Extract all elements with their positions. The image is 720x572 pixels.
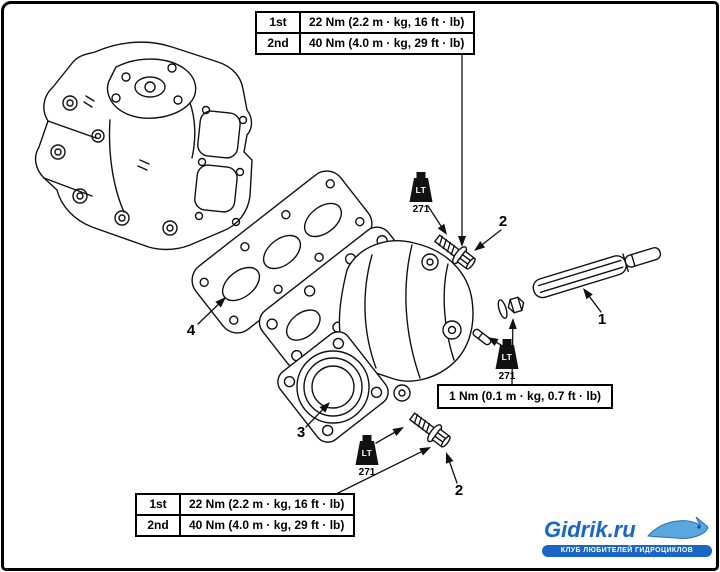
table-row: 1st 22 Nm (2.2 m · kg, 16 ft · lb) <box>137 495 353 514</box>
bolt-upper-drawing <box>434 234 476 270</box>
watermark-subtitle: КЛУБ ЛЮБИТЕЛЕЙ ГИДРОЦИКЛОВ <box>542 545 712 557</box>
torque-step-label: 2nd <box>137 516 181 535</box>
leader-part3 <box>305 402 330 428</box>
cylinder-block-drawing <box>34 41 253 251</box>
sealant-code-label: LT <box>415 185 427 195</box>
torque-spec-value: 40 Nm (4.0 m · kg, 29 ft · lb) <box>189 518 345 532</box>
leader-part1 <box>583 288 602 313</box>
fish-logo-icon <box>647 516 709 539</box>
torque-step-label: 2nd <box>257 34 301 53</box>
leader-bottom-table <box>337 447 431 494</box>
watermark-title: Gidrik.ru <box>544 517 636 542</box>
torque-table-bottom: 1st 22 Nm (2.2 m · kg, 16 ft · lb) 2nd 4… <box>135 493 356 537</box>
torque-spec-value: 22 Nm (2.2 m · kg, 16 ft · lb) <box>189 497 345 511</box>
table-row: 2nd 40 Nm (4.0 m · kg, 29 ft · lb) <box>257 32 474 53</box>
leader-part4 <box>197 297 226 325</box>
dowel-pin-drawing <box>472 328 492 346</box>
torque-step-label: 1st <box>257 13 301 32</box>
leader-inline-spec <box>508 318 517 385</box>
anode-tube-drawing <box>532 247 662 299</box>
leader-lt-middle <box>487 337 502 346</box>
table-row: 2nd 40 Nm (4.0 m · kg, 29 ft · lb) <box>137 514 354 535</box>
part-label-4: 4 <box>186 322 196 339</box>
leader-part2-lower <box>445 452 458 484</box>
sealant-code-label: LT <box>501 352 513 362</box>
part-label-2-upper: 2 <box>498 213 508 230</box>
part-label-2-lower: 2 <box>454 482 464 499</box>
loctite-271-icon <box>409 172 433 202</box>
sealant-number-label: 271 <box>412 204 430 215</box>
leader-lt-top <box>427 205 447 235</box>
loctite-271-icon <box>355 435 379 465</box>
torque-step-label: 1st <box>137 495 181 514</box>
leader-lt-bottom <box>375 427 404 444</box>
leader-top-table <box>458 54 466 247</box>
sealant-number-label: 271 <box>358 467 376 478</box>
bolt-lower-drawing <box>409 412 451 448</box>
torque-spec-inline: 1 Nm (0.1 m · kg, 0.7 ft · lb) <box>437 384 614 409</box>
nut-washer-drawing <box>497 296 525 319</box>
manifold-outlet-drawing <box>277 331 389 443</box>
leader-part2-upper <box>474 229 502 251</box>
torque-spec-value: 40 Nm (4.0 m · kg, 29 ft · lb) <box>309 36 465 50</box>
part-label-1: 1 <box>597 311 607 328</box>
sealant-code-label: LT <box>361 448 373 458</box>
watermark: Gidrik.ru КЛУБ ЛЮБИТЕЛЕЙ ГИДРОЦИКЛОВ <box>542 516 714 562</box>
table-row: 1st 22 Nm (2.2 m · kg, 16 ft · lb) <box>257 13 473 32</box>
sealant-number-label: 271 <box>498 371 516 382</box>
manifold-body-drawing <box>338 240 474 402</box>
torque-spec-value: 22 Nm (2.2 m · kg, 16 ft · lb) <box>309 15 465 29</box>
torque-table-top: 1st 22 Nm (2.2 m · kg, 16 ft · lb) 2nd 4… <box>255 11 476 55</box>
part-label-3: 3 <box>296 424 306 441</box>
